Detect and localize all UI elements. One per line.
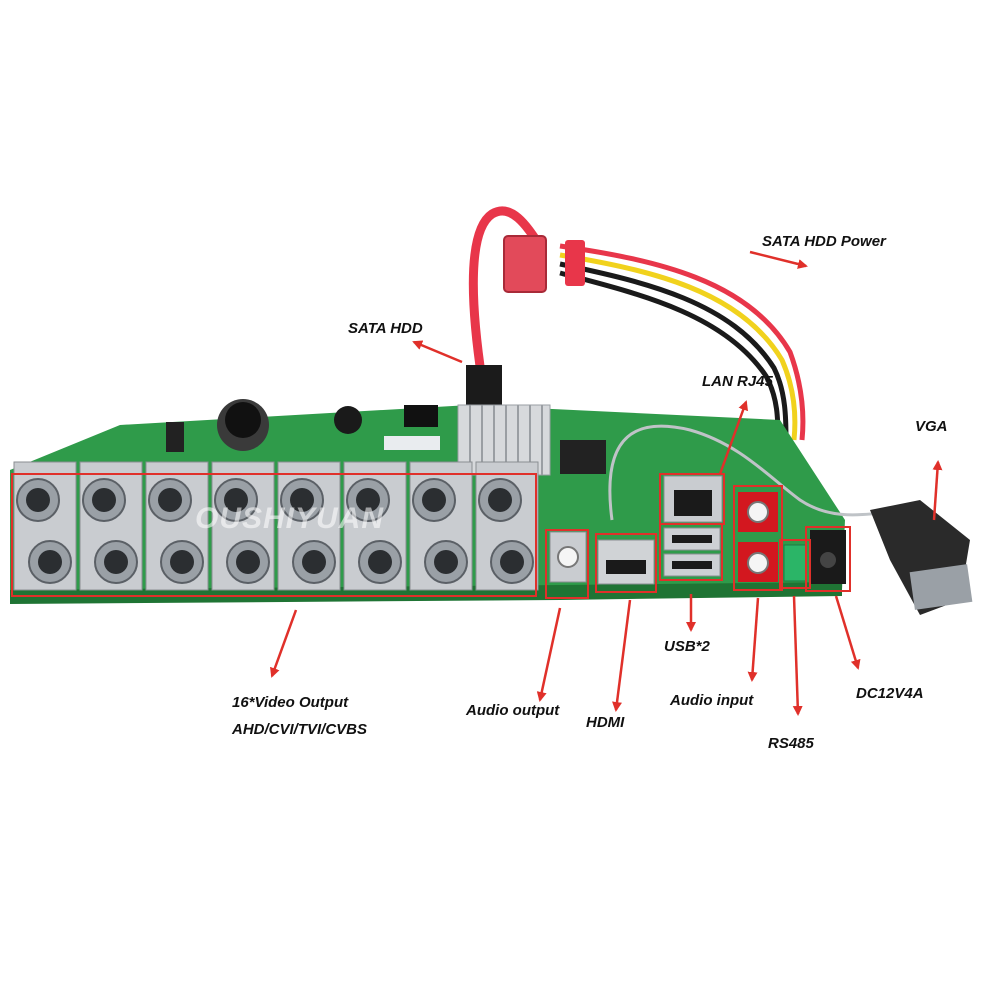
callout-arrows (270, 250, 943, 716)
label-rs485: RS485 (768, 735, 815, 752)
label-usb: USB*2 (664, 638, 711, 655)
label-dc12v4a: DC12V4A (856, 685, 924, 702)
bnc-connector-hole (422, 488, 446, 512)
arrow-icon (612, 599, 632, 712)
bnc-connector-hole (170, 550, 194, 574)
audio-input-hole-bottom (747, 552, 769, 574)
bnc-connector-hole (356, 488, 380, 512)
label-lan-rj45: LAN RJ45 (702, 373, 774, 390)
chip (560, 440, 606, 474)
bnc-connector-hole (368, 550, 392, 574)
bnc-connectors (13, 461, 539, 591)
rj45-port-opening (674, 490, 712, 516)
bnc-connector-hole (500, 550, 524, 574)
rs485-terminal (783, 544, 807, 582)
label-vga: VGA (915, 418, 948, 435)
highlight-video-output (11, 473, 537, 597)
vga-connector-shell (909, 564, 973, 610)
buzzer (334, 406, 362, 434)
bnc-connector-hole (92, 488, 116, 512)
hdmi-port-slot (606, 560, 646, 574)
sata-power-plug (503, 235, 547, 293)
highlight-audio-output (545, 529, 589, 599)
sata-data-cable (468, 206, 545, 385)
arrow-icon (270, 609, 298, 678)
highlight-boxes (11, 473, 851, 599)
label-video-output: 16*Video Output (232, 694, 349, 711)
highlight-rs485 (779, 539, 811, 589)
sata-socket (404, 405, 438, 427)
bnc-connector-hole (290, 488, 314, 512)
audio-input-hole-top (747, 501, 769, 523)
label-audio-input: Audio input (669, 692, 754, 709)
watermark: OUSHIYUAN (195, 502, 384, 535)
bnc-connector-hole (26, 488, 50, 512)
label-video-output-formats: AHD/CVI/TVI/CVBS (231, 721, 367, 738)
arrow-icon (932, 460, 943, 521)
label-audio-output: Audio output (465, 702, 560, 719)
arrow-icon (792, 595, 803, 716)
cmos-battery-top (225, 402, 261, 438)
arrow-icon (749, 250, 808, 269)
audio-output-jack-hole (557, 546, 579, 568)
bnc-connector-hole (236, 550, 260, 574)
bnc-connector-hole (434, 550, 458, 574)
arrow-icon (536, 607, 562, 702)
bnc-connector-hole (224, 488, 248, 512)
arrow-icon (834, 595, 861, 670)
usb-slot-bottom (672, 561, 712, 569)
label-sata-hdd: SATA HDD (348, 320, 423, 337)
arrow-icon (412, 340, 463, 364)
highlight-hdmi (595, 533, 657, 593)
pcb-board-edge (10, 582, 842, 604)
pin-header (166, 422, 184, 452)
highlight-dc (805, 526, 851, 592)
arrow-icon (747, 597, 760, 682)
label-sata-hdd-power: SATA HDD Power (762, 233, 887, 250)
label-sticker (384, 436, 440, 450)
bnc-connector-hole (158, 488, 182, 512)
bnc-connector-hole (488, 488, 512, 512)
bnc-connector-hole (302, 550, 326, 574)
audio-output-jack (549, 531, 587, 583)
sata-plug-tab (565, 240, 585, 286)
usb-slot-top (672, 535, 712, 543)
bnc-connector-hole (38, 550, 62, 574)
bnc-connector-hole (104, 550, 128, 574)
dc-jack-hole (820, 552, 836, 568)
arrow-icon (718, 400, 748, 475)
highlight-lan (659, 473, 725, 525)
label-hdmi: HDMI (586, 714, 625, 731)
sata-cable-plug (466, 365, 502, 409)
sata-power-wires (559, 243, 806, 441)
highlight-audio-input (733, 485, 783, 591)
vga-ribbon-cable (608, 424, 891, 521)
